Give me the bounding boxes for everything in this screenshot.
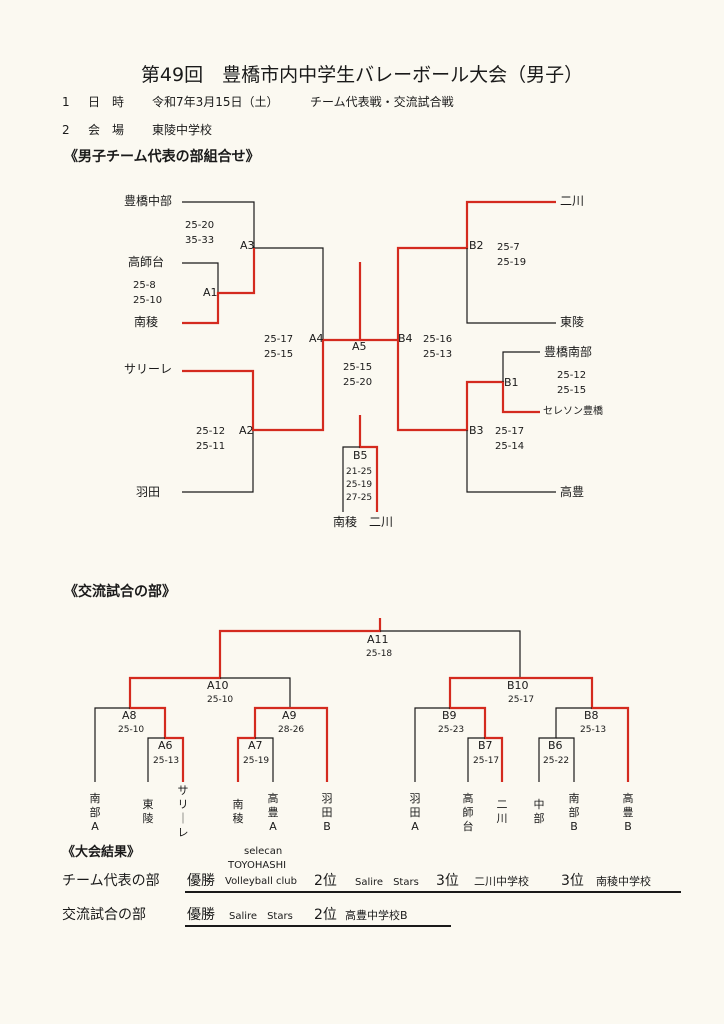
score-a5: 25-15 25-20 <box>343 362 373 388</box>
match-label-b5: B5 <box>353 449 368 462</box>
score-a7: 25-19 <box>243 756 270 766</box>
team-toryo: 東陵 <box>560 315 585 329</box>
result-exchange-second-label: 2位 <box>314 907 337 923</box>
team-nanryo: 南稜 <box>134 315 159 329</box>
match-label-a4: A4 <box>309 332 324 345</box>
score-b9: 25-23 <box>438 725 465 735</box>
score-a11: 25-18 <box>366 649 393 659</box>
score-a1: 25-8 25-10 <box>133 280 163 306</box>
info-row2-no: 2 <box>62 123 70 137</box>
result-team-second: Salire Stars <box>355 877 419 888</box>
result-exchange-win-label: 優勝 <box>187 907 215 923</box>
team-exchange-4: 南稜 <box>232 798 244 825</box>
team-exchange-2: 東陵 <box>142 798 154 825</box>
result-team-win-line2: TOYOHASHI <box>228 860 287 871</box>
results-heading: 《大会結果》 <box>62 845 141 860</box>
score-b5: 21-25 25-19 27-25 <box>346 467 373 503</box>
section-exchange-heading: 《交流試合の部》 <box>64 584 176 600</box>
score-a2: 25-12 25-11 <box>196 426 226 452</box>
team-saliire: サリーレ <box>124 362 173 376</box>
b5-teams: 南稜 二川 <box>333 515 394 529</box>
info-row1-no: 1 <box>62 95 70 109</box>
bracket1-right-lines <box>360 200 556 493</box>
score-b3: 25-17 25-14 <box>495 426 525 452</box>
result-exchange-win: Salire Stars <box>229 911 293 922</box>
match-label-b8: B8 <box>584 709 599 722</box>
result-team-label: チーム代表の部 <box>62 873 160 889</box>
result-team-third-label-2: 3位 <box>561 873 584 889</box>
info-row1-label: 日 時 <box>88 95 125 109</box>
team-toyohashi-chubu: 豊橋中部 <box>124 194 173 208</box>
match-label-b7: B7 <box>478 739 493 752</box>
score-a10: 25-10 <box>207 695 234 705</box>
result-exchange-label: 交流試合の部 <box>62 907 146 923</box>
result-team-win-line1: selecan <box>244 846 283 857</box>
team-haneda: 羽田 <box>136 485 161 499</box>
team-futagawa: 二川 <box>560 194 585 208</box>
match-label-b1: B1 <box>504 376 519 389</box>
match-label-a11: A11 <box>367 633 389 646</box>
team-exchange-10: 中部 <box>533 798 545 825</box>
result-exchange-second: 高豊中学校B <box>345 909 408 922</box>
match-label-a5: A5 <box>352 340 367 353</box>
info-row2-label: 会 場 <box>88 123 125 137</box>
result-team-third-1: 二川中学校 <box>474 875 529 888</box>
match-label-b4: B4 <box>398 332 413 345</box>
match-label-b6: B6 <box>548 739 563 752</box>
bracket2-lines <box>94 618 630 782</box>
result-team-third-label-1: 3位 <box>436 873 459 889</box>
score-a4: 25-17 25-15 <box>264 334 294 360</box>
result-team-win: Volleyball club <box>225 876 297 887</box>
result-team-win-label: 優勝 <box>187 873 215 889</box>
score-b2: 25-7 25-19 <box>497 242 527 268</box>
score-b7: 25-17 <box>473 756 500 766</box>
b5-lines <box>342 415 379 512</box>
page-title: 第49回 豊橋市内中学生バレーボール大会（男子） <box>140 64 584 86</box>
score-a3: 25-20 35-33 <box>185 220 215 246</box>
info-row1-event: チーム代表戦・交流試合戦 <box>310 95 454 109</box>
result-team-second-label: 2位 <box>314 873 337 889</box>
team-takashidai: 高師台 <box>128 255 165 269</box>
score-b4: 25-16 25-13 <box>423 334 453 360</box>
match-label-a3: A3 <box>240 239 255 252</box>
match-label-a1: A1 <box>203 286 218 299</box>
score-b1: 25-12 25-15 <box>557 370 587 396</box>
result-exchange-underline <box>185 925 451 927</box>
team-exchange-9: 二川 <box>496 798 508 825</box>
result-team-third-2: 南稜中学校 <box>596 875 651 888</box>
result-team-underline <box>185 891 681 893</box>
match-label-a7: A7 <box>248 739 263 752</box>
score-a6: 25-13 <box>153 756 180 766</box>
team-takatoyo: 高豊 <box>560 485 585 499</box>
match-label-b2: B2 <box>469 239 484 252</box>
match-label-a6: A6 <box>158 739 173 752</box>
team-toyohashi-nanbu: 豊橋南部 <box>544 345 593 359</box>
score-a8: 25-10 <box>118 725 145 735</box>
match-label-a8: A8 <box>122 709 137 722</box>
team-exchange-8: 高師台 <box>462 792 474 833</box>
match-label-a2: A2 <box>239 424 254 437</box>
score-a9: 28-26 <box>278 725 305 735</box>
score-b6: 25-22 <box>543 756 570 766</box>
match-label-b9: B9 <box>442 709 457 722</box>
team-exchange-3: サリ｜レ <box>177 784 189 839</box>
match-label-b3: B3 <box>469 424 484 437</box>
section-team-heading: 《男子チーム代表の部組合せ》 <box>64 149 260 165</box>
info-row1-date: 令和7年3月15日（土） <box>152 95 279 109</box>
score-b10: 25-17 <box>508 695 535 705</box>
match-label-a10: A10 <box>207 679 229 692</box>
team-selecan-toyohashi: セレソン豊橋 <box>543 406 603 417</box>
score-b8: 25-13 <box>580 725 607 735</box>
info-row2-venue: 東陵中学校 <box>152 123 213 137</box>
match-label-b10: B10 <box>507 679 529 692</box>
match-label-a9: A9 <box>282 709 297 722</box>
